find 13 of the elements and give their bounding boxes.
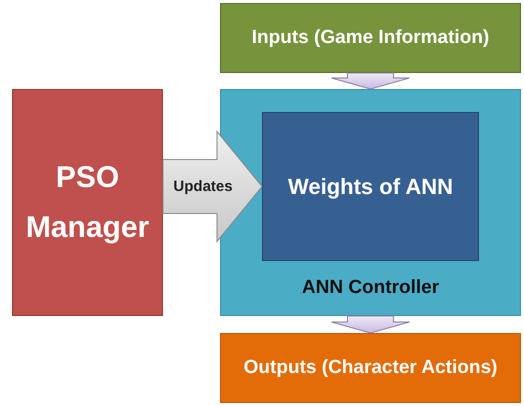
- outputs-panel: [220, 333, 521, 403]
- block-arrow: [331, 316, 410, 334]
- block-arrow: [162, 130, 263, 243]
- manager-panel: [12, 89, 163, 316]
- node-label: Weights of ANN: [288, 173, 453, 201]
- node-label: Inputs (Game Information): [252, 26, 490, 50]
- block-arrow: [331, 72, 410, 90]
- node-label: ANN Controller: [302, 276, 440, 300]
- weights-panel: [262, 112, 479, 261]
- node-label: Outputs (Character Actions): [244, 356, 498, 380]
- node-label: PSO Manager: [24, 160, 150, 246]
- inputs-panel: [220, 3, 521, 73]
- edge-label: Updates: [173, 176, 233, 196]
